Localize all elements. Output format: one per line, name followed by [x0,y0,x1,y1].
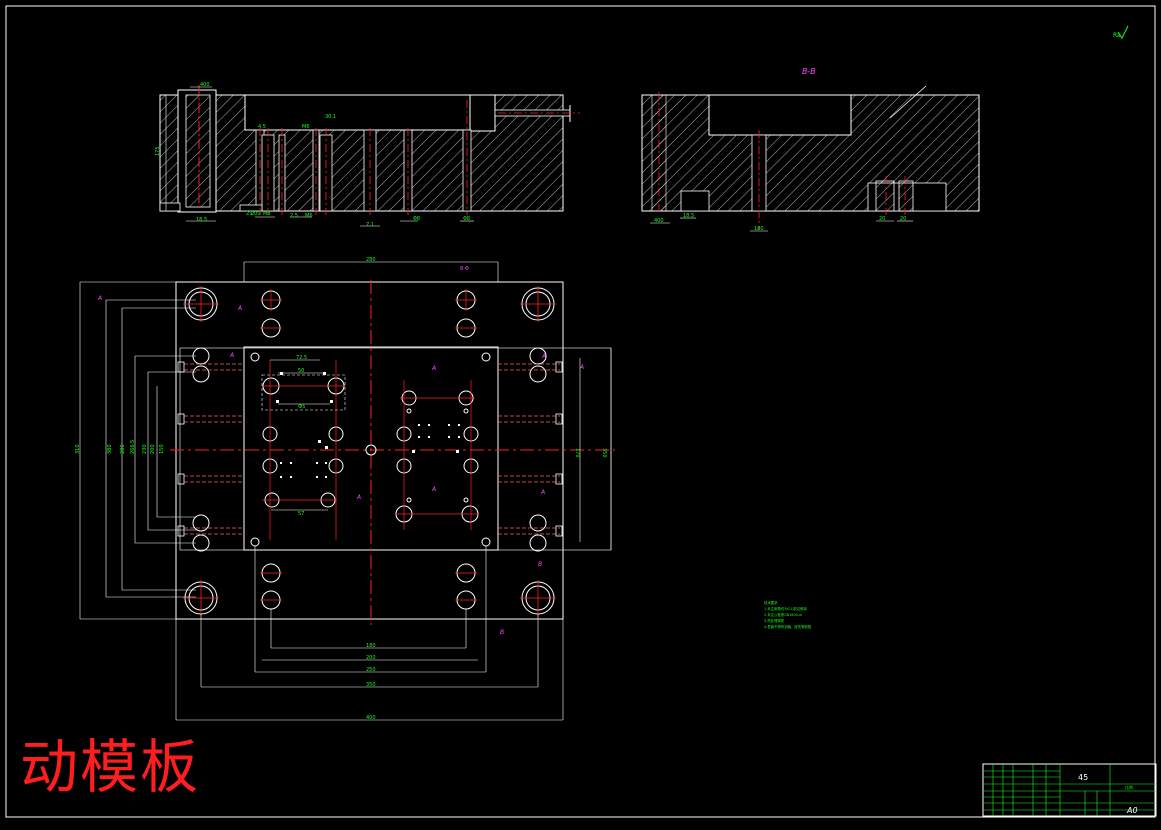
dim-top-2: 175 [155,146,161,156]
dim-right-2: 170 [574,448,580,458]
note-1: 1.未注倒角均为C1,锐边倒钝 [764,606,807,611]
dim-bb-2: 18.5 [683,213,694,219]
sect-mark-3: A [229,352,234,359]
dim-bottom-2: 200 [366,655,376,661]
dim-bottom-4: 350 [366,682,376,688]
dim-inner-4: Ф5 [298,404,306,410]
plan-view: 280 8-Φ 310 380 280 266.5 230 200 150 35… [75,257,615,721]
title-block: 45 A0 比例 [982,763,1157,817]
top-section-view: 400 175 18.5 30.1 200 M8 4.5 2.5 M6 7.1 … [155,82,580,228]
dim-bottom-5: 400 [366,715,376,721]
dim-left-5: 230 [142,444,148,454]
dim-bottom-3: 250 [366,667,376,673]
dim-top-6: M8 [263,211,271,217]
note-2: 2.未注公差按GB1804-m [764,612,803,617]
dim-plan-top-2: 8-Φ [460,266,469,272]
roughness-mark [1117,25,1129,39]
dim-top-11: Φ8 [413,216,420,222]
dim-bb-4: 20 [879,216,885,222]
dim-inner-3: 72.5 [296,355,307,361]
sect-mark-10: A [431,486,436,493]
dim-top-12: Φ8 [463,216,470,222]
roughness-symbol: Ra [1113,32,1121,39]
dim-top-5: 200 [251,211,261,217]
sheet-border [5,5,1156,818]
dim-top-3: 18.5 [196,217,207,223]
bb-section-view: 400 18.5 180 20 20 [641,85,980,232]
dim-inner-2: 57 [298,511,304,517]
sect-mark-4: B [500,629,504,636]
dim-bb-3: 180 [754,226,764,232]
dim-plan-top-1: 280 [366,257,376,263]
sect-mark-9: A [431,365,436,372]
sect-mark-11: B [538,561,542,568]
drawing-title: 动模板 [20,733,201,801]
sect-mark-6: A [579,364,584,371]
dim-top-4: 30.1 [325,114,336,120]
sect-mark-8: A [356,494,361,501]
dim-top-14: 23 [246,211,252,217]
dim-top-10: 7.1 [366,222,374,228]
dim-top-13: M6 [302,124,310,130]
dim-top-8: 2.5 [290,213,298,219]
dim-left-6: 200 [150,444,156,454]
note-3: 3.热处理调质 [764,618,785,623]
dim-left-1: 310 [75,444,81,454]
dim-left-7: 150 [159,444,165,454]
sect-mark-1: A [97,295,102,302]
dim-left-4: 266.5 [130,440,136,454]
dim-bb-5: 20 [900,216,906,222]
dim-left-3: 280 [120,444,126,454]
technical-notes: 技术要求 1.未注倒角均为C1,锐边倒钝 2.未注公差按GB1804-m 3.热… [764,600,812,629]
dim-top-9: M6 [305,213,313,219]
dim-top-1: 400 [200,82,210,88]
title-block-company: 比例 [1125,784,1133,790]
title-block-material: 45 [1078,773,1088,782]
title-block-scale: A0 [1126,806,1138,815]
dim-bb-1: 400 [654,218,664,224]
dim-bottom-1: 180 [366,643,376,649]
notes-heading: 技术要求 [764,600,778,605]
sect-mark-7: A [540,489,545,496]
dim-inner-1: 50 [298,368,304,374]
dim-left-2: 380 [107,444,113,454]
section-label-bb: B-B [802,67,816,76]
sect-mark-5: A [541,353,546,360]
sect-mark-2: A [237,305,242,312]
dim-right-1: 350 [601,448,607,458]
note-4: 4.表面不得有划痕、碰伤等缺陷 [764,624,812,629]
dim-top-7: 4.5 [258,124,266,130]
